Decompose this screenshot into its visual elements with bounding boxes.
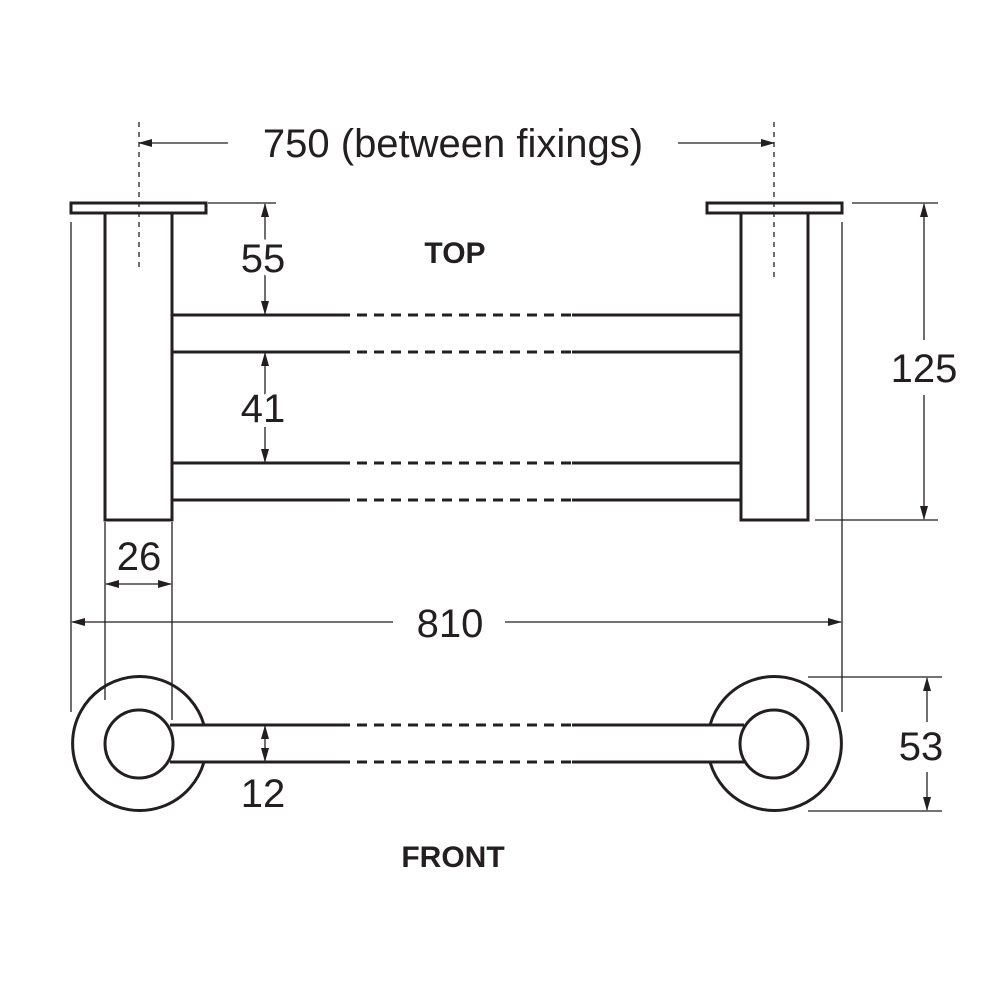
- dimension-flange-to-rail: 55: [208, 202, 290, 315]
- dimension-rail-diameter: 12: [241, 725, 286, 816]
- rail-diameter-value: 12: [241, 772, 286, 816]
- right-front-flange: [708, 675, 843, 812]
- upper-rail: [172, 313, 741, 354]
- front-view-label: FRONT: [401, 841, 504, 874]
- overall-depth-value: 125: [891, 347, 958, 391]
- dimension-flange-diameter: 53: [808, 676, 944, 812]
- flange-diameter-value: 53: [899, 725, 944, 769]
- right-post: [739, 211, 810, 522]
- dimension-post-width: 26: [104, 522, 173, 720]
- flange-to-rail-value: 55: [241, 237, 286, 281]
- rail-spacing-value: 41: [241, 387, 286, 431]
- overall-width-value: 810: [417, 602, 484, 646]
- post-width-value: 26: [117, 535, 162, 579]
- lower-rail: [172, 461, 741, 502]
- dimension-overall-width: 810: [70, 222, 843, 712]
- right-front-post: [738, 708, 810, 780]
- front-rail: [170, 723, 744, 764]
- top-view-label: TOP: [424, 237, 485, 270]
- left-post: [103, 211, 174, 522]
- dimension-between-fixings: 750 (between fixings): [138, 122, 775, 166]
- left-front-post: [103, 708, 175, 780]
- left-front-flange: [71, 675, 206, 812]
- top-view: TOP: [69, 122, 844, 522]
- dimension-rail-spacing: 41: [236, 352, 290, 463]
- between-fixings-value: 750 (between fixings): [263, 122, 643, 166]
- dimension-overall-depth: 125: [815, 202, 958, 521]
- front-view: FRONT: [71, 675, 843, 874]
